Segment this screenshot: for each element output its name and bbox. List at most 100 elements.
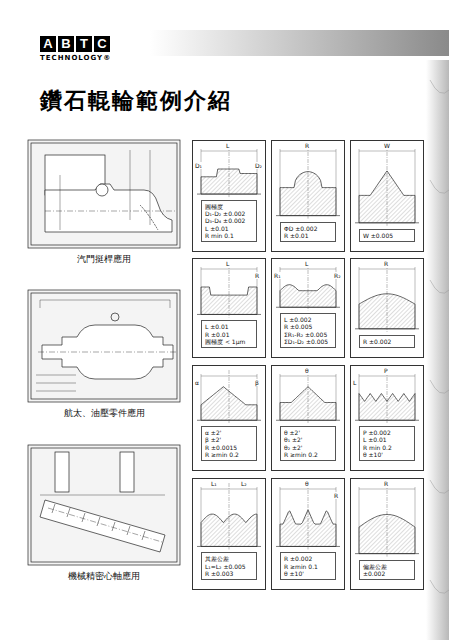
tolerance-box: W ±0.005	[359, 229, 415, 242]
tolerance-box: 圓極度D₁-D₂ ±0.002D₃-D₄ ±0.002L ±0.01R min …	[201, 200, 257, 242]
dimension-letter: R	[254, 272, 260, 279]
tolerance-text: W ±0.005	[363, 232, 411, 239]
tolerance-text: θ₂ ±2'	[284, 444, 332, 451]
tolerance-box: L ±0.002R ±0.005ΣR₁-R₂ ±0.005ΣD₁-D₂ ±0.0…	[280, 313, 336, 348]
figure-caption: 汽門挺桿應用	[28, 253, 180, 266]
logo-subtitle: TECHNOLOGY®	[40, 54, 111, 62]
tolerance-text: D₁-D₂ ±0.002	[205, 210, 253, 217]
figure-caption: 機械精密心軸應用	[28, 570, 180, 583]
tolerance-panel: 圓極度D₁-D₂ ±0.002D₃-D₄ ±0.002L ±0.01R min …	[192, 140, 266, 252]
figure-caption: 航太、油壓零件應用	[28, 407, 180, 420]
logo-letter: T	[76, 36, 92, 52]
extension-line	[257, 487, 258, 546]
dimension-letter: W	[383, 142, 391, 149]
spindle-drawing	[28, 445, 180, 565]
caption-text: 汽門挺桿應用	[28, 253, 180, 266]
caption-text: 機械精密心軸應用	[28, 570, 180, 583]
side-texture	[430, 80, 449, 593]
logo-letter: A	[40, 36, 56, 52]
tolerance-text: R ±0.002	[363, 338, 411, 345]
logo-letter: C	[94, 36, 110, 52]
dimension-line	[359, 151, 415, 152]
tolerance-text: θ₁ ±2'	[284, 436, 332, 443]
extension-line	[415, 267, 416, 329]
dimension-line	[359, 376, 415, 377]
dimension-line	[201, 151, 257, 152]
tolerance-text: ΣR₁-R₂ ±0.005	[284, 331, 332, 338]
tolerance-text: θ ±2'	[284, 429, 332, 436]
tolerance-box: P ±0.002L ±0.01R min 0.2θ ±10'	[359, 426, 415, 461]
extension-line	[415, 374, 416, 420]
dimension-letter: θ	[304, 480, 310, 487]
dimension-letter: R	[383, 260, 389, 267]
tolerance-text: R ±0.01	[205, 331, 253, 338]
tolerance-box: 偏差公差±0.002	[359, 560, 415, 580]
dimension-letter: R	[383, 480, 389, 487]
tolerance-box: 其差公差L₁=L₂ ±0.005R ±0.003	[201, 552, 257, 580]
tolerance-text: R ±0.002	[284, 555, 332, 562]
center-line	[229, 145, 230, 197]
extension-line	[201, 149, 202, 194]
tolerance-text: L ±0.002	[284, 316, 332, 323]
tolerance-text: R ≥min 0.2	[284, 451, 332, 458]
tolerance-text: θ ±10'	[284, 570, 332, 577]
tolerance-text: L₁=L₂ ±0.005	[205, 563, 253, 570]
tolerance-text: ±0.002	[363, 570, 411, 577]
tolerance-text: L ±0.01	[205, 323, 253, 330]
tolerance-text: L ±0.01	[363, 436, 411, 443]
tolerance-box: L ±0.01R ±0.01圓極度 < 1μm	[201, 320, 257, 348]
tolerance-text: 圓極度	[205, 203, 253, 210]
dimension-letter: D₂	[254, 162, 263, 169]
tolerance-box: α ±2'β ±2'R ±0.0015R ≥min 0.2	[201, 426, 257, 461]
tolerance-text: 偏差公差	[363, 563, 411, 570]
tolerance-text: 其差公差	[205, 555, 253, 562]
extension-line	[359, 267, 360, 329]
dimension-letter: L₁	[210, 480, 218, 487]
dimension-line	[280, 151, 336, 152]
tolerance-box: θ ±2'θ₁ ±2'θ₂ ±2'R ≥min 0.2	[280, 426, 336, 461]
center-line	[308, 145, 309, 219]
tolerance-text: R ≥min 0.2	[205, 451, 253, 458]
center-line	[229, 263, 230, 317]
dimension-letter: β	[254, 379, 260, 386]
extension-line	[257, 149, 258, 194]
dimension-line	[201, 489, 257, 490]
dimension-letter: θ	[304, 367, 310, 374]
dimension-letter: L	[225, 142, 230, 149]
tolerance-text: P ±0.002	[363, 429, 411, 436]
tolerance-text: R ±0.005	[284, 323, 332, 330]
dimension-line	[201, 269, 257, 270]
extension-line	[280, 487, 281, 546]
tolerance-box: R ±0.002	[359, 335, 415, 348]
tolerance-text: ΦD ±0.002	[284, 225, 332, 232]
extension-line	[201, 374, 202, 420]
tolerance-panel: P ±0.002L ±0.01R min 0.2θ ±10'	[350, 365, 424, 471]
tolerance-panel: R ±0.002	[350, 258, 424, 358]
caption-text: 航太、油壓零件應用	[28, 407, 180, 420]
dimension-letter: α	[194, 379, 200, 386]
dimension-line	[201, 376, 257, 377]
extension-line	[359, 149, 360, 223]
page-title: 鑽石輥輪範例介紹	[40, 86, 232, 116]
tolerance-box: R ±0.002R ≥min 0.1θ ±10'	[280, 552, 336, 580]
dimension-letter: R	[333, 492, 339, 499]
tolerance-panel: 偏差公差±0.002	[350, 478, 424, 590]
extension-line	[280, 374, 281, 420]
tolerance-box: ΦD ±0.002R ±0.01	[280, 222, 336, 242]
dimension-line	[359, 269, 415, 270]
tolerance-text: ΣD₁-D₂ ±0.005	[284, 338, 332, 345]
application-figure: 航太、油壓零件應用	[28, 290, 180, 420]
tolerance-panel: ΦD ±0.002R ±0.01	[271, 140, 345, 252]
side-band	[426, 60, 449, 640]
dimension-letter: R₁	[273, 272, 282, 279]
logo-letter: B	[58, 36, 74, 52]
valve-tappet-drawing	[28, 140, 180, 248]
dimension-letter: D₁	[194, 162, 203, 169]
extension-line	[280, 149, 281, 216]
extension-line	[359, 374, 360, 420]
extension-line	[336, 149, 337, 216]
extension-line	[415, 487, 416, 554]
application-figure: 汽門挺桿應用	[28, 140, 180, 266]
dimension-letter: R	[304, 142, 310, 149]
tolerance-text: θ ±10'	[363, 451, 411, 458]
